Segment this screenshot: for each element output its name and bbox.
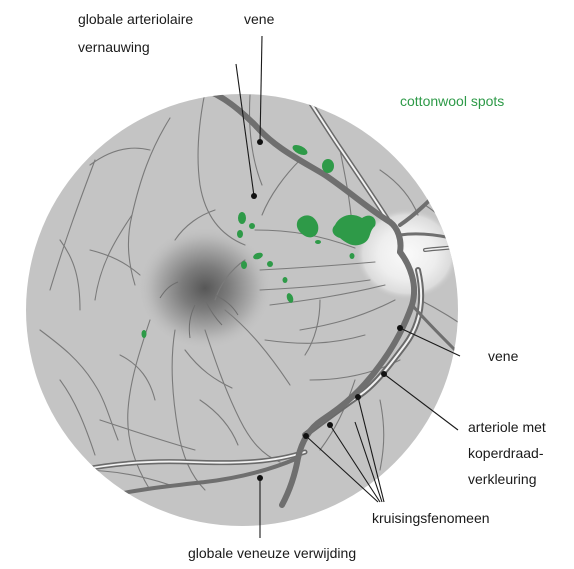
label-copper-line2: koperdraad- bbox=[468, 445, 544, 461]
label-vein-right: vene bbox=[488, 348, 519, 364]
label-cottonwool-spots: cottonwool spots bbox=[400, 93, 504, 109]
label-copper-line1: arteriole met bbox=[468, 419, 546, 435]
label-crossing-phenomenon: kruisingsfenomeen bbox=[372, 510, 490, 526]
label-venous-dilation: globale veneuze verwijding bbox=[188, 545, 356, 561]
label-vein-top: vene bbox=[244, 11, 275, 27]
label-arteriolar-narrowing-line2: vernauwing bbox=[78, 39, 150, 55]
label-arteriolar-narrowing-line1: globale arteriolaire bbox=[78, 11, 193, 27]
label-copper-line3: verkleuring bbox=[468, 471, 536, 487]
